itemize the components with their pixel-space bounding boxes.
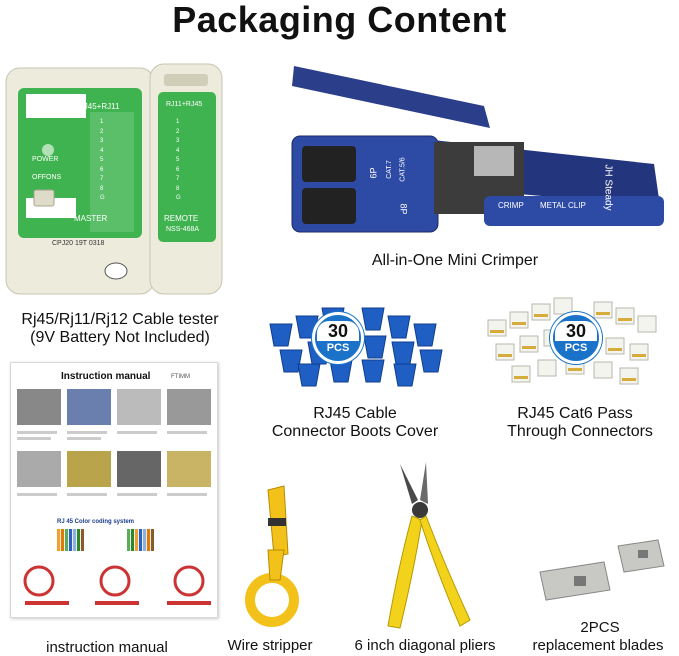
tester-left-label2: TESTER — [30, 110, 62, 119]
crimper-6p: 6P — [368, 167, 379, 179]
stripper-caption: Wire stripper — [227, 637, 313, 654]
instruction-manual-image: Instruction manual FTIMM RJ 45 Color cod… — [10, 362, 218, 618]
boots-caption-line2: Connector Boots Cover — [271, 423, 439, 440]
connectors-image — [482, 294, 662, 392]
connectors-caption-line2: Through Connectors — [507, 423, 653, 440]
crimper-crimp-label: CRIMP — [498, 201, 524, 210]
boots-caption-line1: RJ45 Cable — [313, 405, 397, 422]
tester-top-left: RJ45+RJ11 — [78, 102, 120, 111]
blades-caption-line1: 2PCS — [580, 619, 620, 636]
connectors-caption-line1: RJ45 Cat6 Pass — [517, 405, 633, 422]
tester-model-left: CPJ20 19T 0318 — [52, 240, 105, 247]
blades-caption-line2: replacement blades — [532, 637, 664, 654]
tester-caption-line1: Rj45/Rj11/Rj12 Cable tester — [21, 311, 219, 328]
manual-heading: Instruction manual — [61, 371, 151, 382]
crimper-8p: 8P — [398, 203, 409, 215]
diagonal-pliers-image — [360, 458, 484, 636]
tester-top-right: RJ11+RJ45 — [166, 101, 203, 108]
crimper-cat7: CAT.7 — [385, 160, 393, 179]
tester-power: POWER — [32, 156, 59, 163]
tester-left-label1: CABLE — [30, 100, 57, 109]
manual-color-heading: RJ 45 Color coding system — [57, 519, 135, 525]
crimper-image — [284, 46, 668, 244]
tester-model-right: NSS-468A — [166, 226, 200, 233]
cable-tester-image — [4, 62, 226, 298]
connectors-count-badge: 30 PCS — [550, 312, 602, 364]
manual-caption: instruction manual — [46, 639, 168, 656]
tester-master: MASTER — [74, 214, 108, 223]
crimper-cat56: CAT.5/6 — [399, 157, 407, 182]
page-title: Packaging Content — [172, 0, 507, 40]
tester-remote: REMOTE — [164, 214, 199, 223]
wire-stripper-image — [244, 484, 304, 630]
replacement-blades-image — [534, 538, 674, 604]
crimper-caption: All-in-One Mini Crimper — [371, 252, 539, 269]
boots-count-badge: 30 PCS — [312, 312, 364, 364]
tester-offons: OFFONS — [32, 174, 62, 181]
crimper-metal-clip-label: METAL CLIP — [540, 201, 586, 210]
pliers-caption: 6 inch diagonal pliers — [354, 637, 496, 654]
manual-brand: FTIMM — [171, 374, 190, 380]
crimper-brand: JH Steady — [602, 164, 614, 211]
tester-caption-line2: (9V Battery Not Included) — [30, 329, 210, 346]
